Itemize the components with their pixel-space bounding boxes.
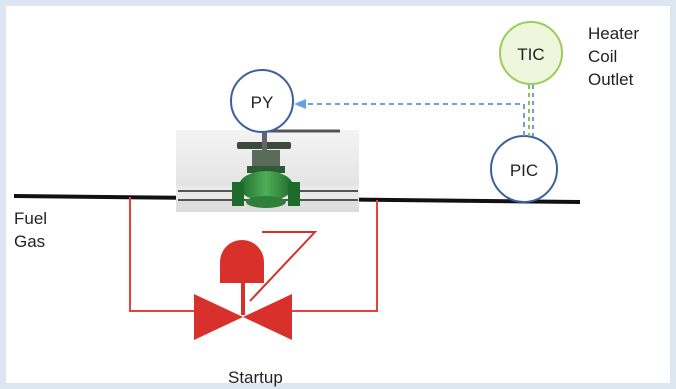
- gas-label: Gas: [14, 232, 45, 251]
- tic-controller: TIC: [499, 21, 563, 85]
- outlet-label: Outlet: [588, 70, 634, 89]
- startup-bypass-line: [129, 197, 195, 312]
- pic-to-py-signal: [304, 103, 525, 136]
- coil-label: Coil: [588, 47, 617, 66]
- fuel-label: Fuel: [14, 209, 47, 228]
- startup-valve: [194, 231, 318, 340]
- pic-controller: PIC: [490, 135, 558, 203]
- valve-body-left: [194, 294, 243, 340]
- valve-actuator-dome: [220, 240, 264, 283]
- control-valve-photo: [176, 129, 359, 212]
- signal-arrowhead: [294, 99, 306, 109]
- valve-body-right: [243, 294, 292, 340]
- heater-label: Heater: [588, 24, 639, 43]
- startup-bypass-line-return: [292, 200, 378, 312]
- startup-label: Startup: [228, 368, 283, 387]
- tic-label: TIC: [517, 45, 544, 64]
- pressure-sensing-line: [249, 231, 318, 302]
- py-relay: PY: [230, 69, 294, 133]
- py-label: PY: [251, 93, 274, 112]
- pic-label: PIC: [510, 161, 538, 180]
